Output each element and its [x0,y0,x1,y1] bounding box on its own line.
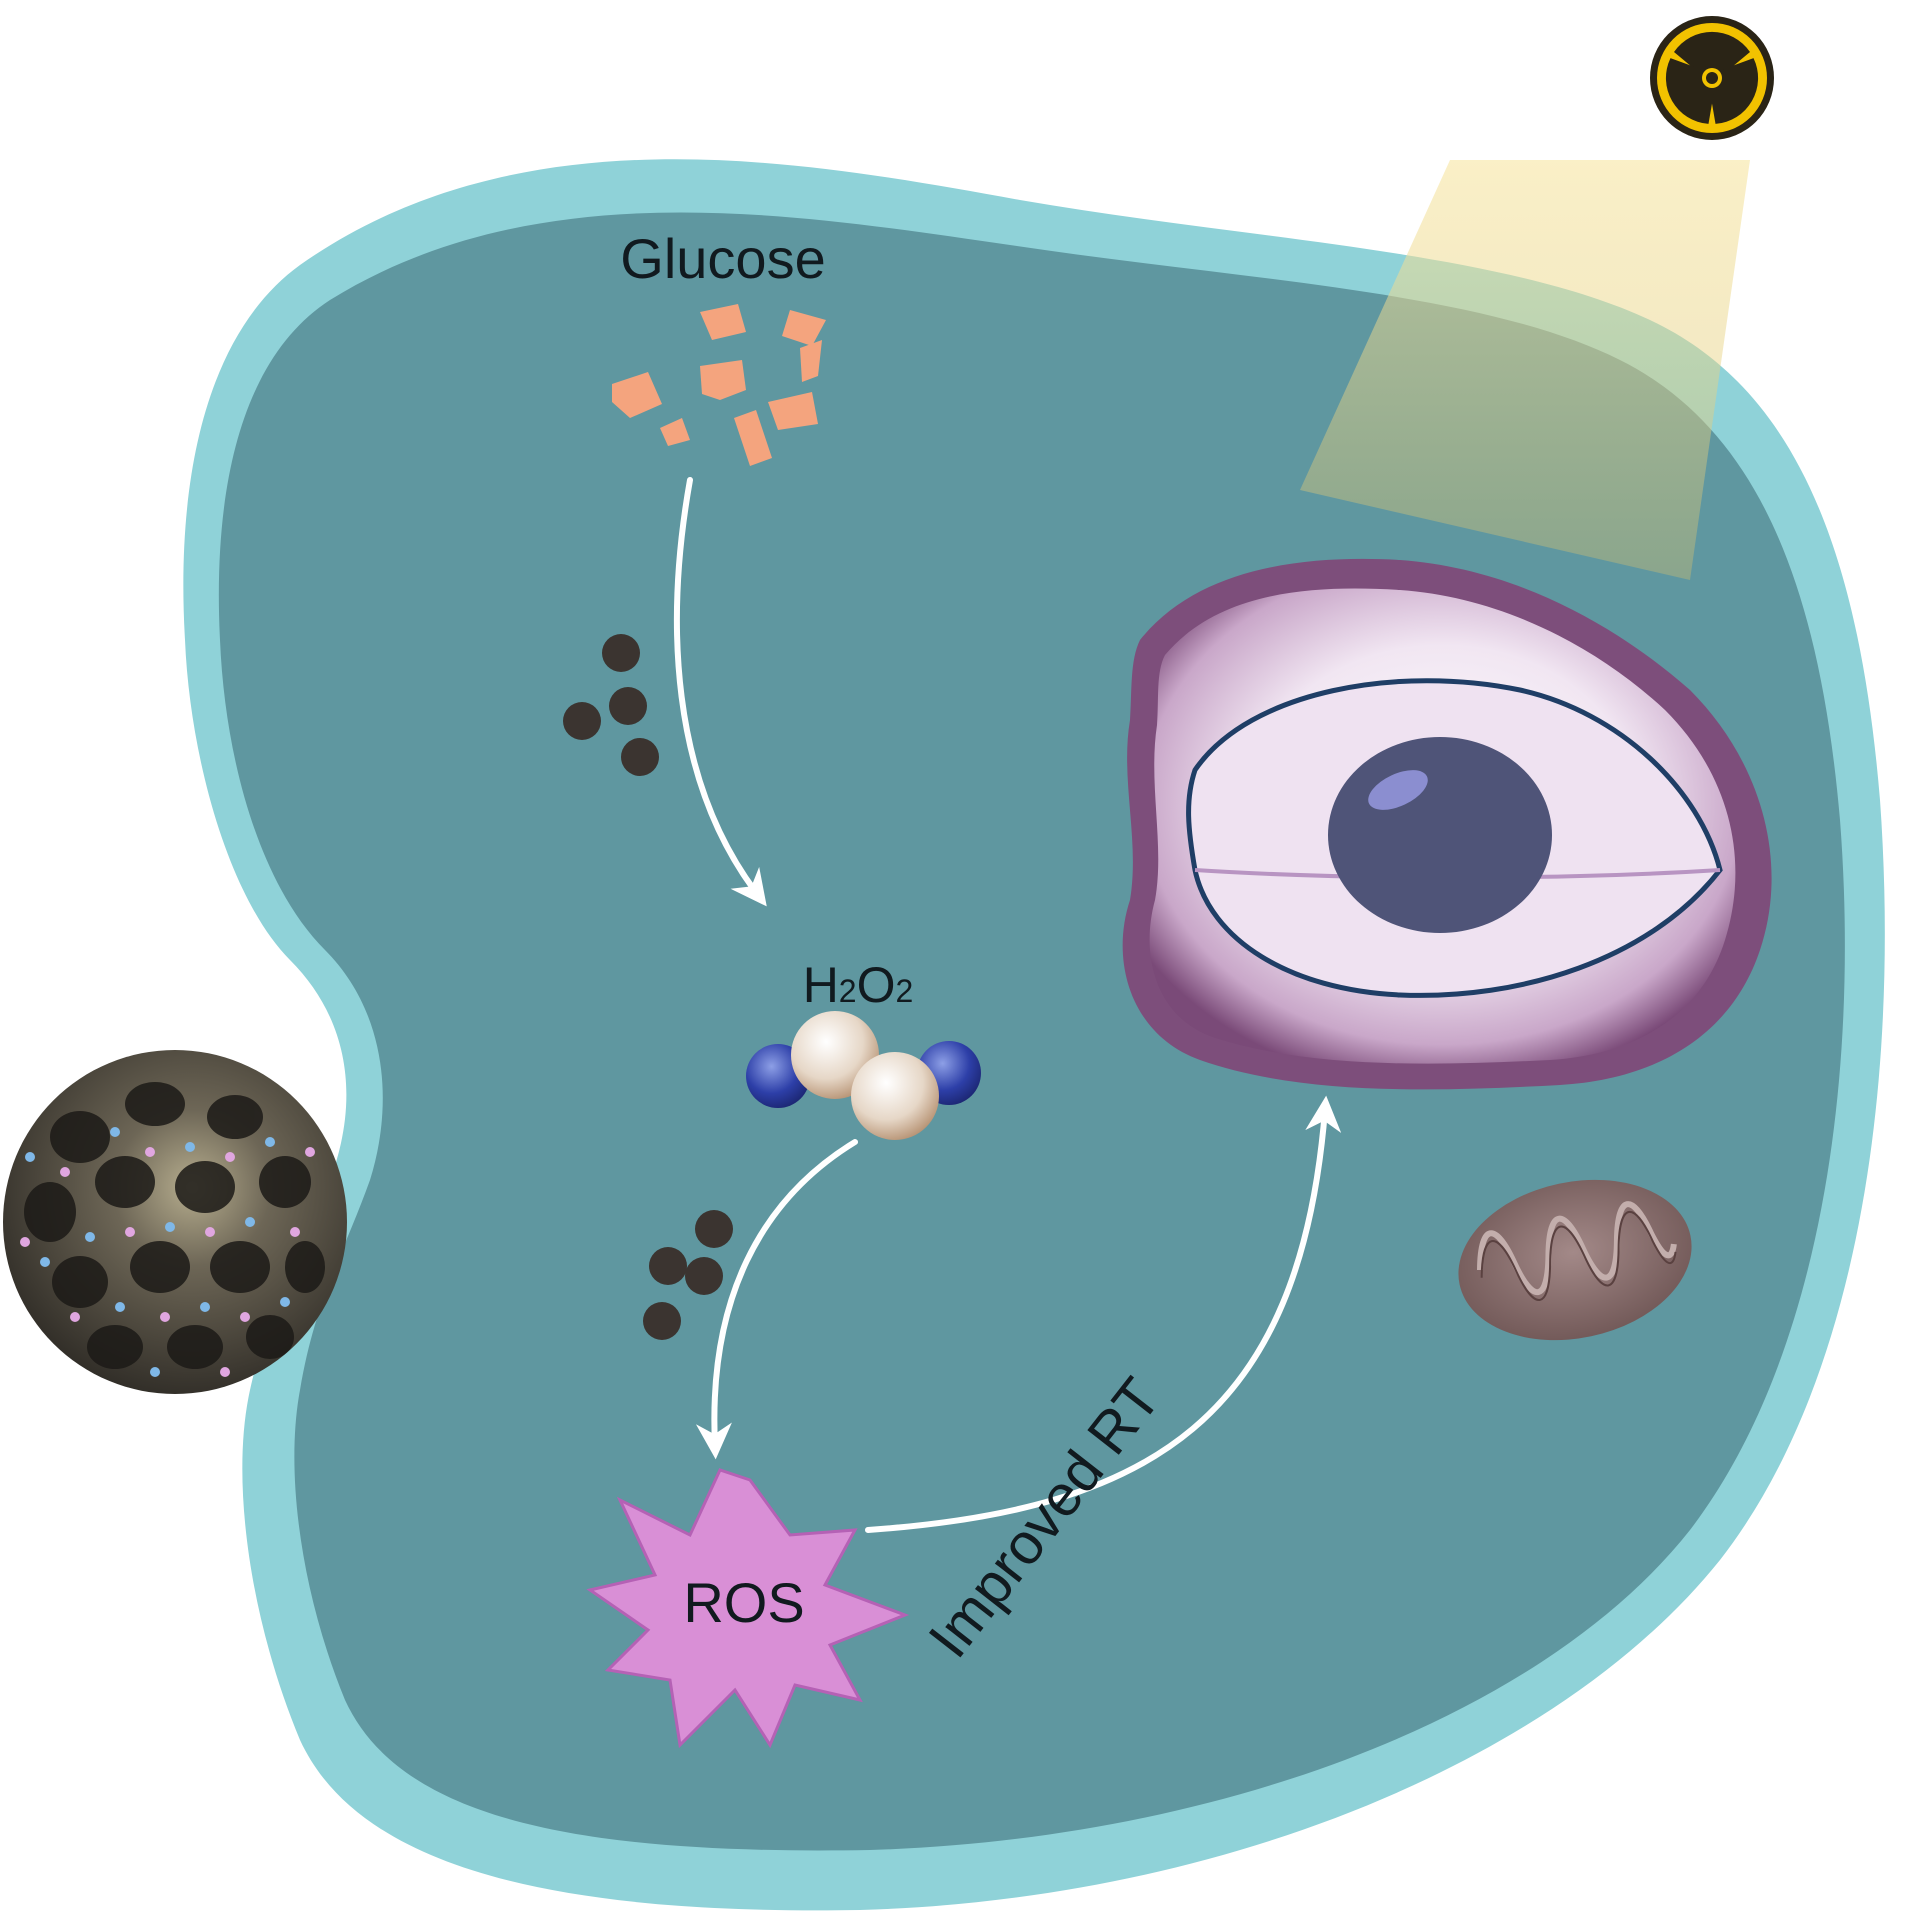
radiation-beam [1300,160,1750,580]
arrow-glucose-to-h2o2 [673,477,767,907]
glucose-fragments-icon [612,304,826,466]
h2o2-molecule-icon [746,1011,981,1140]
h2o2-label: H2O2 [803,957,914,1013]
catalyst-dots-lower [643,1210,733,1340]
mitochondrion-icon [1458,1179,1692,1341]
nanoparticle-icon [3,1050,347,1394]
glucose-label: Glucose [620,227,825,290]
ros-burst [586,1468,910,1749]
nucleus [1122,558,1772,1090]
arrow-h2o2-to-ros [695,1139,858,1460]
catalyst-dots-upper [563,634,659,776]
radiation-icon [1650,16,1774,140]
ros-label: ROS [683,1571,804,1634]
arrow-ros-to-nucleus [865,1095,1342,1533]
nucleolus [1328,737,1552,933]
